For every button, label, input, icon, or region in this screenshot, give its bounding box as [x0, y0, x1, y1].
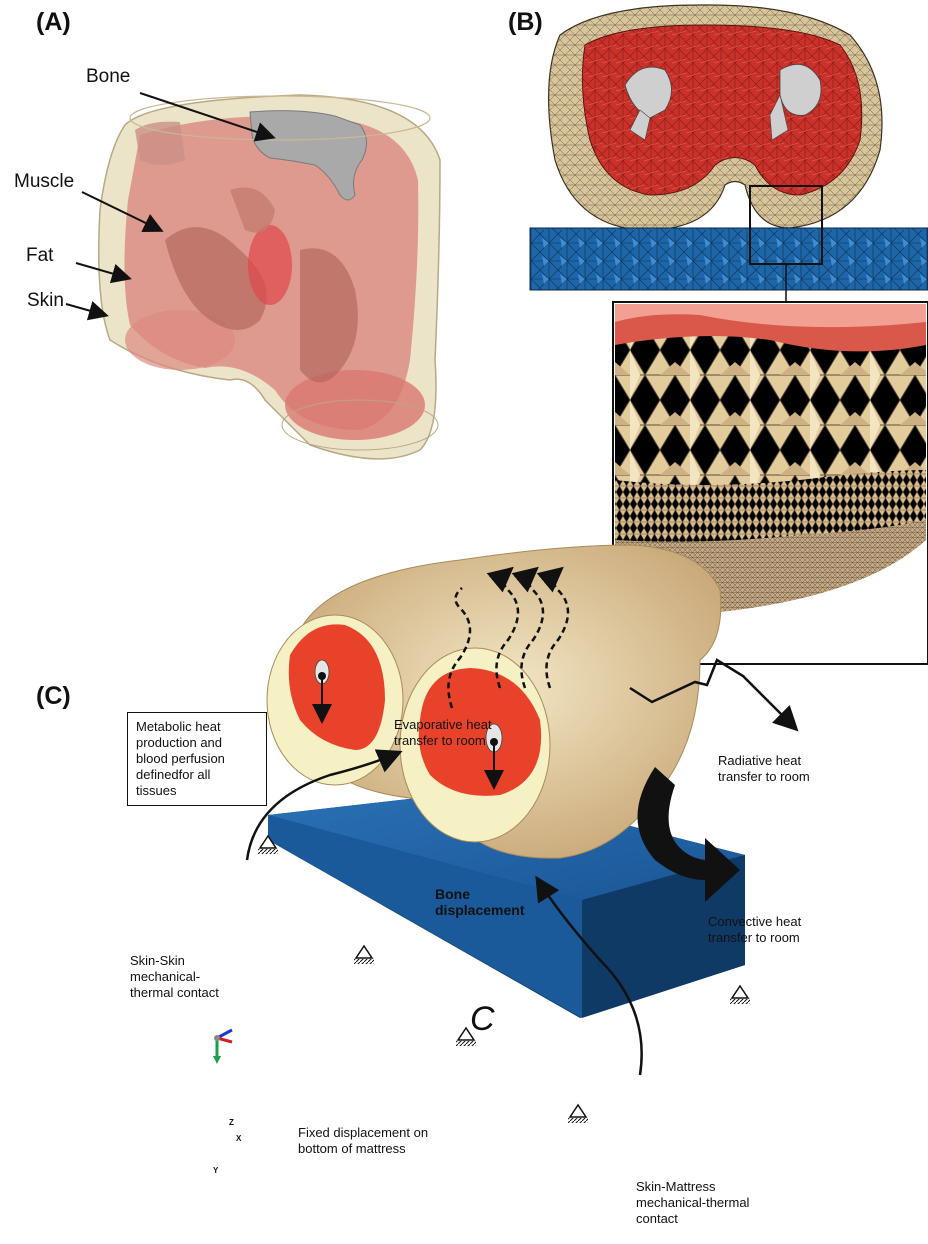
- axis-y-label: Y: [213, 1166, 218, 1175]
- bone-displacement-label: Bone displacement: [435, 886, 524, 918]
- metabolic-heat-box: Metabolic heat production and blood perf…: [127, 712, 267, 806]
- convective-label: Convective heat transfer to room: [708, 914, 801, 946]
- axis-triad: [213, 1030, 232, 1064]
- radiative-label: Radiative heat transfer to room: [718, 753, 810, 785]
- metabolic-line-4: definedfor all: [136, 767, 258, 783]
- metabolic-line-1: Metabolic heat: [136, 719, 258, 735]
- axis-z-label: Z: [229, 1118, 234, 1127]
- skin-arrow: [66, 304, 105, 315]
- panel-b-label: (B): [508, 8, 543, 37]
- panel-a-label: (A): [36, 8, 71, 37]
- metabolic-line-2: production and: [136, 735, 258, 751]
- axis-x-label: X: [236, 1134, 241, 1143]
- muscle-label: Muscle: [14, 171, 74, 193]
- contact-symbol: C: [470, 1000, 495, 1039]
- bone-label: Bone: [86, 66, 130, 88]
- panel-c-model: [267, 545, 745, 1018]
- evaporative-label: Evaporative heat transfer to room: [394, 717, 492, 749]
- skin-mattress-label: Skin-Mattress mechanical-thermal contact: [636, 1179, 749, 1227]
- fixed-displacement-label: Fixed displacement on bottom of mattress: [298, 1125, 428, 1157]
- metabolic-line-5: tissues: [136, 783, 258, 799]
- panel-a-illustration: [99, 95, 440, 459]
- metabolic-line-3: blood perfusion: [136, 751, 258, 767]
- panel-c-label: (C): [36, 682, 71, 711]
- skin-skin-label: Skin-Skin mechanical- thermal contact: [130, 953, 219, 1001]
- skin-label: Skin: [27, 290, 64, 312]
- fat-label: Fat: [26, 245, 53, 267]
